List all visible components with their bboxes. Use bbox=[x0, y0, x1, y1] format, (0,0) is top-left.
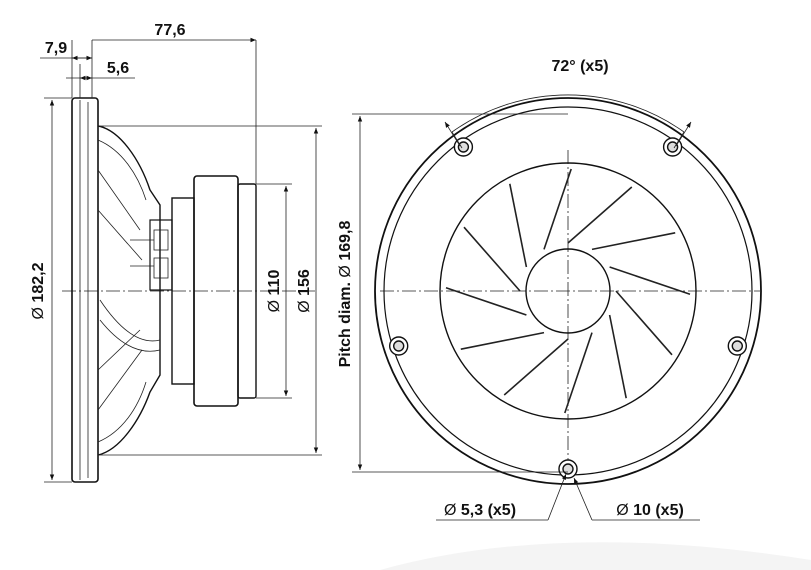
mounting-flange bbox=[71, 97, 99, 483]
callout-leader-right bbox=[573, 477, 593, 521]
cone-spoke bbox=[463, 226, 521, 292]
dim-angle-label: 72° (x5) bbox=[551, 58, 608, 75]
cone-spoke bbox=[591, 232, 676, 251]
cone-outer-edge bbox=[439, 162, 697, 420]
back-plate bbox=[237, 183, 257, 399]
mounting-holes bbox=[389, 137, 747, 479]
dim-hole-small-label: Ø 5,3 (x5) bbox=[444, 502, 516, 519]
terminal-top bbox=[153, 229, 169, 251]
cone-spoke bbox=[567, 186, 633, 244]
lead-wires bbox=[99, 299, 161, 352]
cone-spokes bbox=[445, 168, 691, 414]
cone-spoke bbox=[608, 314, 627, 399]
terminal-bottom bbox=[153, 257, 169, 279]
dim-depth-label: 77,6 bbox=[154, 22, 185, 39]
dim-pitch-label: Pitch diam. Ø 169,8 bbox=[337, 221, 354, 368]
dim-outer-diam-label: Ø 182,2 bbox=[30, 262, 47, 319]
terminal-block bbox=[149, 219, 173, 291]
angle-arrow-left bbox=[444, 121, 461, 147]
angle-arrow-right bbox=[675, 121, 692, 147]
cone-spoke bbox=[503, 338, 569, 396]
angle-ref-line-left bbox=[451, 131, 463, 149]
mounting-hole bbox=[389, 336, 409, 356]
angle-ref-line-right bbox=[673, 131, 685, 149]
dim-gasket-label: 5,6 bbox=[107, 60, 129, 77]
dim-hole-large-label: Ø 10 (x5) bbox=[616, 502, 684, 519]
cone-spoke bbox=[460, 331, 545, 350]
cone-spoke bbox=[564, 332, 593, 414]
dim-flange-label: 7,9 bbox=[45, 40, 67, 57]
basket-spokes bbox=[97, 169, 143, 411]
dim-110-label: Ø 110 bbox=[266, 270, 283, 313]
watermark-swoosh bbox=[380, 542, 811, 570]
dim-156-label: Ø 156 bbox=[296, 269, 313, 313]
cone-spoke bbox=[445, 287, 527, 316]
cone-spoke bbox=[609, 266, 691, 295]
angle-arc bbox=[451, 94, 685, 133]
basket-rib bbox=[97, 139, 147, 443]
cone-spoke bbox=[615, 290, 673, 356]
mounting-hole bbox=[558, 459, 578, 479]
callout-leader-left bbox=[547, 473, 567, 521]
dust-cap bbox=[525, 248, 611, 334]
cone-spoke bbox=[543, 168, 572, 250]
frame-outer-ring bbox=[374, 97, 762, 485]
front-view: 72° (x5) Pitch diam. Ø 169,8 Ø 5,3 (x5) … bbox=[337, 58, 762, 521]
side-view: 77,6 7,9 5,6 Ø 182,2 Ø 110 Ø 156 bbox=[30, 22, 322, 483]
cone-spoke bbox=[509, 183, 528, 268]
mounting-hole bbox=[727, 336, 747, 356]
